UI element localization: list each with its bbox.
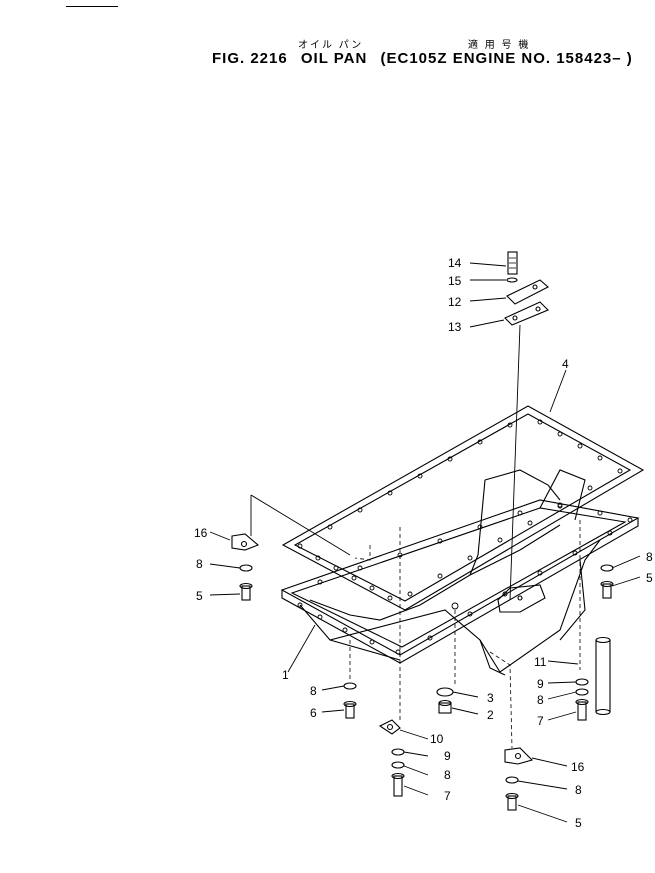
bracket [231, 533, 534, 765]
callout-5b: 5 [646, 571, 653, 585]
applicability: (EC105Z ENGINE NO. 158423– ) [380, 50, 633, 67]
callout-8f: 8 [575, 783, 582, 797]
callout-12: 12 [448, 295, 462, 309]
assembly-dashed-lines [349, 520, 581, 749]
callout-8e: 8 [444, 768, 451, 782]
cover-plate-assembly [504, 251, 549, 326]
fasteners [239, 564, 614, 811]
figure-title: FIG. 2216 OIL PAN (EC105Z ENGINE NO. 158… [212, 50, 641, 67]
callout-8c: 8 [646, 550, 653, 564]
jp-part-name: オイル パン [298, 40, 364, 51]
callout-3: 3 [487, 691, 494, 705]
callout-9a: 9 [537, 677, 544, 691]
callout-8b: 8 [310, 684, 317, 698]
callout-7b: 7 [444, 789, 451, 803]
callout-5c: 5 [575, 816, 582, 830]
gasket [281, 405, 645, 611]
callout-11: 11 [534, 655, 547, 669]
callout-labels: 16 8 5 1 8 6 3 2 4 8 5 11 9 8 7 10 9 8 7… [194, 256, 653, 830]
callout-13: 13 [448, 320, 462, 334]
callout-2: 2 [487, 708, 494, 722]
clip [378, 719, 401, 735]
leader-lines [209, 262, 641, 823]
callout-9b: 9 [444, 749, 451, 763]
callout-8a: 8 [196, 557, 203, 571]
tube [595, 636, 611, 716]
callout-15: 15 [448, 274, 462, 288]
callout-4: 4 [562, 357, 569, 371]
part-name: OIL PAN [300, 50, 368, 67]
callout-7a: 7 [537, 714, 544, 728]
callout-16a: 16 [194, 526, 208, 540]
figure-number: FIG. 2216 [212, 50, 288, 67]
callout-6: 6 [310, 706, 317, 720]
callout-14: 14 [448, 256, 462, 270]
callout-5a: 5 [196, 589, 203, 603]
header-rule [66, 6, 118, 7]
callout-1: 1 [282, 668, 289, 682]
callout-10: 10 [430, 732, 444, 746]
callout-16b: 16 [571, 760, 585, 774]
jp-applicable-label: 適 用 号 機 [468, 40, 531, 51]
callout-8d: 8 [537, 693, 544, 707]
